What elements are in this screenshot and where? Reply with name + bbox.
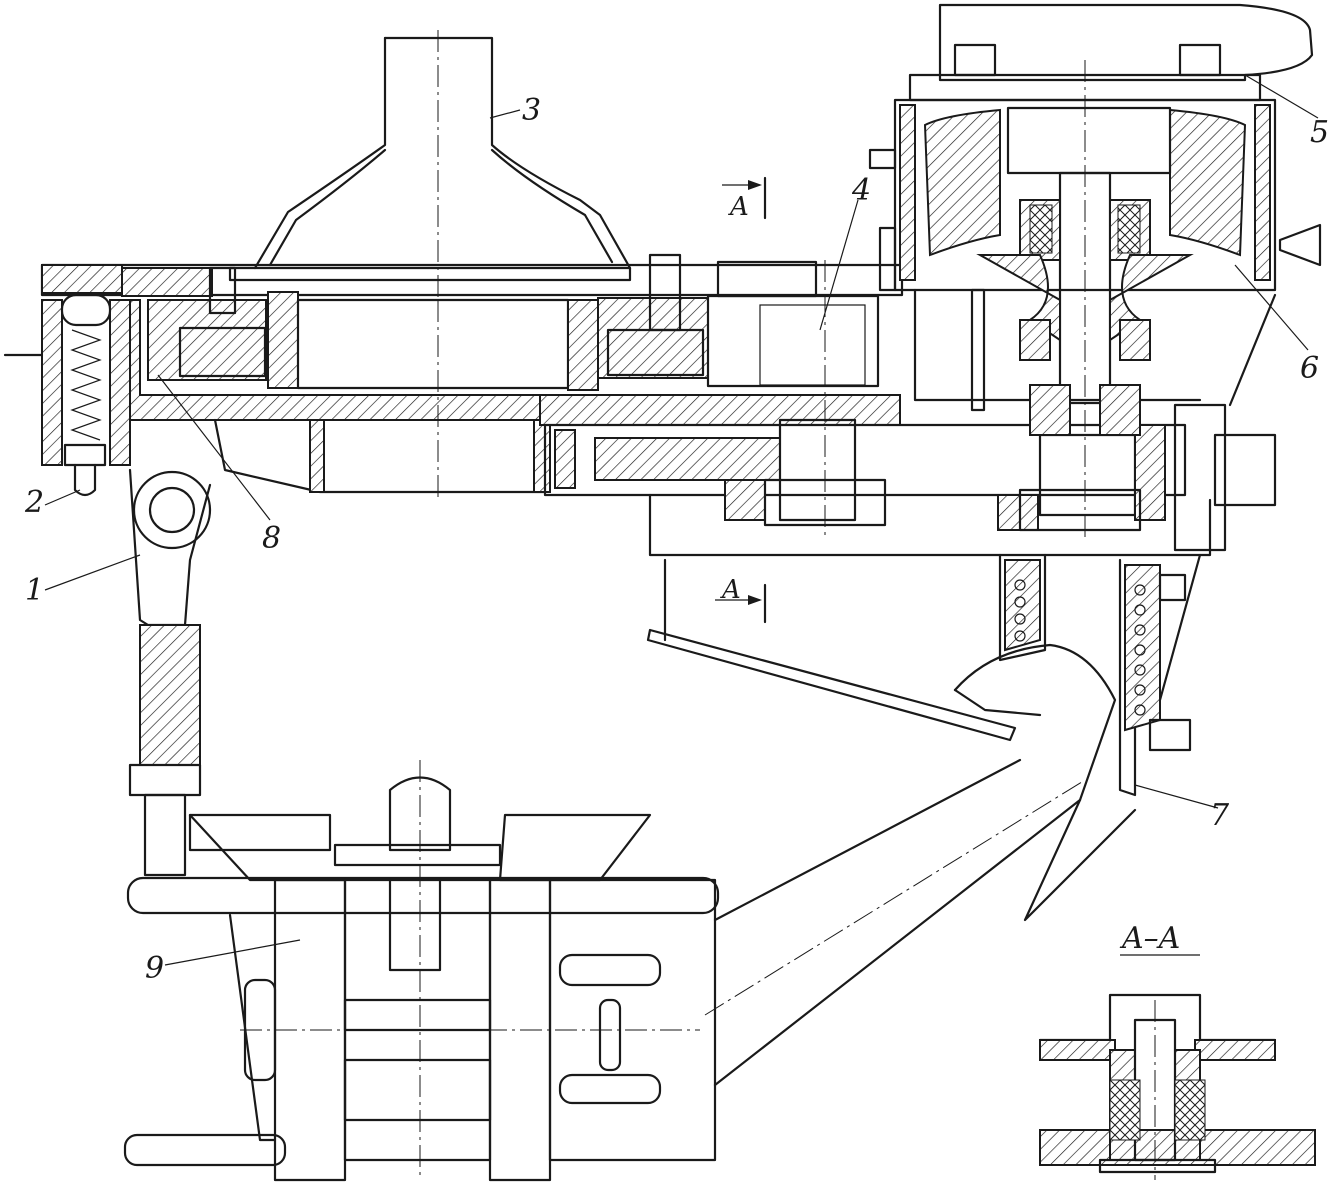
callout-5: 5 xyxy=(1310,115,1329,150)
callout-1: 1 xyxy=(25,573,44,608)
section-view-title: A–A xyxy=(1119,921,1200,956)
callout-7: 7 xyxy=(1210,798,1230,833)
discharge-chute xyxy=(646,553,1202,1087)
callout-6: 6 xyxy=(1300,351,1319,386)
callout-9: 9 xyxy=(145,951,164,986)
svg-text:A–A: A–A xyxy=(1119,921,1180,956)
callout-2: 2 xyxy=(24,485,44,520)
upper-unit xyxy=(868,3,1322,540)
callouts: 1 2 3 4 5 6 7 8 9 xyxy=(24,74,1329,986)
section-mark-top: A xyxy=(722,176,767,222)
chain-links xyxy=(1014,579,1146,716)
lower-housing xyxy=(213,418,551,494)
callout-4: 4 xyxy=(851,173,871,208)
left-mechanism xyxy=(3,293,212,877)
main-housing xyxy=(40,253,904,500)
section-view-a-a xyxy=(1038,993,1316,1180)
section-mark-label: A xyxy=(728,192,749,222)
callout-8: 8 xyxy=(262,521,281,556)
feed-funnel xyxy=(253,30,632,300)
callout-3: 3 xyxy=(522,93,541,128)
section-mark-bottom: A xyxy=(715,575,767,624)
base-machine xyxy=(123,760,720,1182)
drive-gear xyxy=(539,260,1277,557)
section-mark-label: A xyxy=(720,575,741,605)
